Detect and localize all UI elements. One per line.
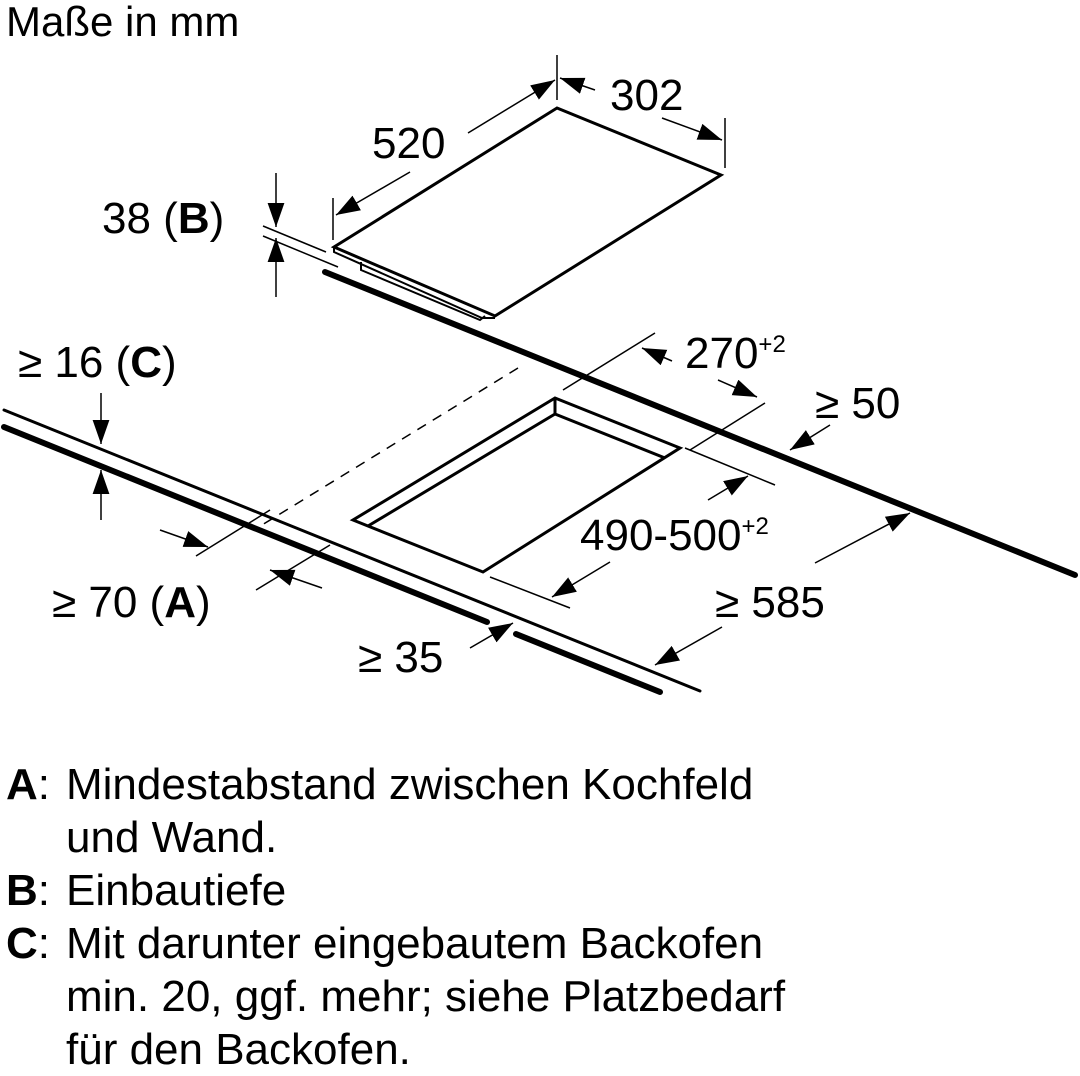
label-585: ≥ 585 <box>715 578 825 627</box>
label-35: ≥ 35 <box>358 633 443 682</box>
label-490-value: 490-500 <box>580 511 741 560</box>
label-270-value: 270 <box>685 329 758 378</box>
label-270: 270+2 <box>685 329 786 378</box>
label-302: 302 <box>610 71 683 120</box>
label-16-text: ≥ 16 ( <box>18 338 131 387</box>
label-70-paren: ) <box>196 578 211 627</box>
label-38-text: 38 ( <box>102 194 178 243</box>
dimension-lines <box>92 55 911 666</box>
legend-text: Einbautiefe <box>66 866 287 915</box>
label-38-key: B <box>178 194 210 243</box>
label-520: 520 <box>372 119 445 168</box>
legend-text: Mindestabstand zwischen Kochfeld <box>66 760 754 809</box>
legend-text: min. 20, ggf. mehr; siehe Platzbedarf <box>66 972 786 1021</box>
legend-text: Mit darunter eingebautem Backofen <box>66 919 764 968</box>
label-70-key: A <box>164 578 196 627</box>
label-16-paren: ) <box>162 338 177 387</box>
label-16-c: ≥ 16 (C) <box>18 338 177 387</box>
label-270-tolerance: +2 <box>758 331 785 358</box>
label-490-500: 490-500+2 <box>580 511 769 560</box>
label-490-tolerance: +2 <box>741 513 768 540</box>
legend-key-b: B <box>6 866 38 915</box>
dashed-projection-line <box>261 367 519 526</box>
label-16-key: C <box>130 338 162 387</box>
legend-item-b: B: Einbautiefe <box>6 866 287 915</box>
hob-outline <box>330 106 725 322</box>
legend-text: für den Backofen. <box>66 1025 411 1074</box>
legend-text: und Wand. <box>66 813 278 862</box>
diagram-title: Maße in mm <box>6 0 240 45</box>
cutout-outline <box>349 396 684 574</box>
installation-diagram: 302 520 38 (B) ≥ 16 (C) 270+2 ≥ 50 490-5… <box>1 55 1078 695</box>
label-70-text: ≥ 70 ( <box>52 578 165 627</box>
label-38-paren: ) <box>210 194 225 243</box>
worktop-back-edge <box>322 269 1078 578</box>
label-50: ≥ 50 <box>815 379 900 428</box>
label-38-b: 38 (B) <box>102 194 224 243</box>
legend-key-c: C <box>6 919 38 968</box>
label-70-a: ≥ 70 (A) <box>52 578 211 627</box>
legend-key-a: A <box>6 760 38 809</box>
